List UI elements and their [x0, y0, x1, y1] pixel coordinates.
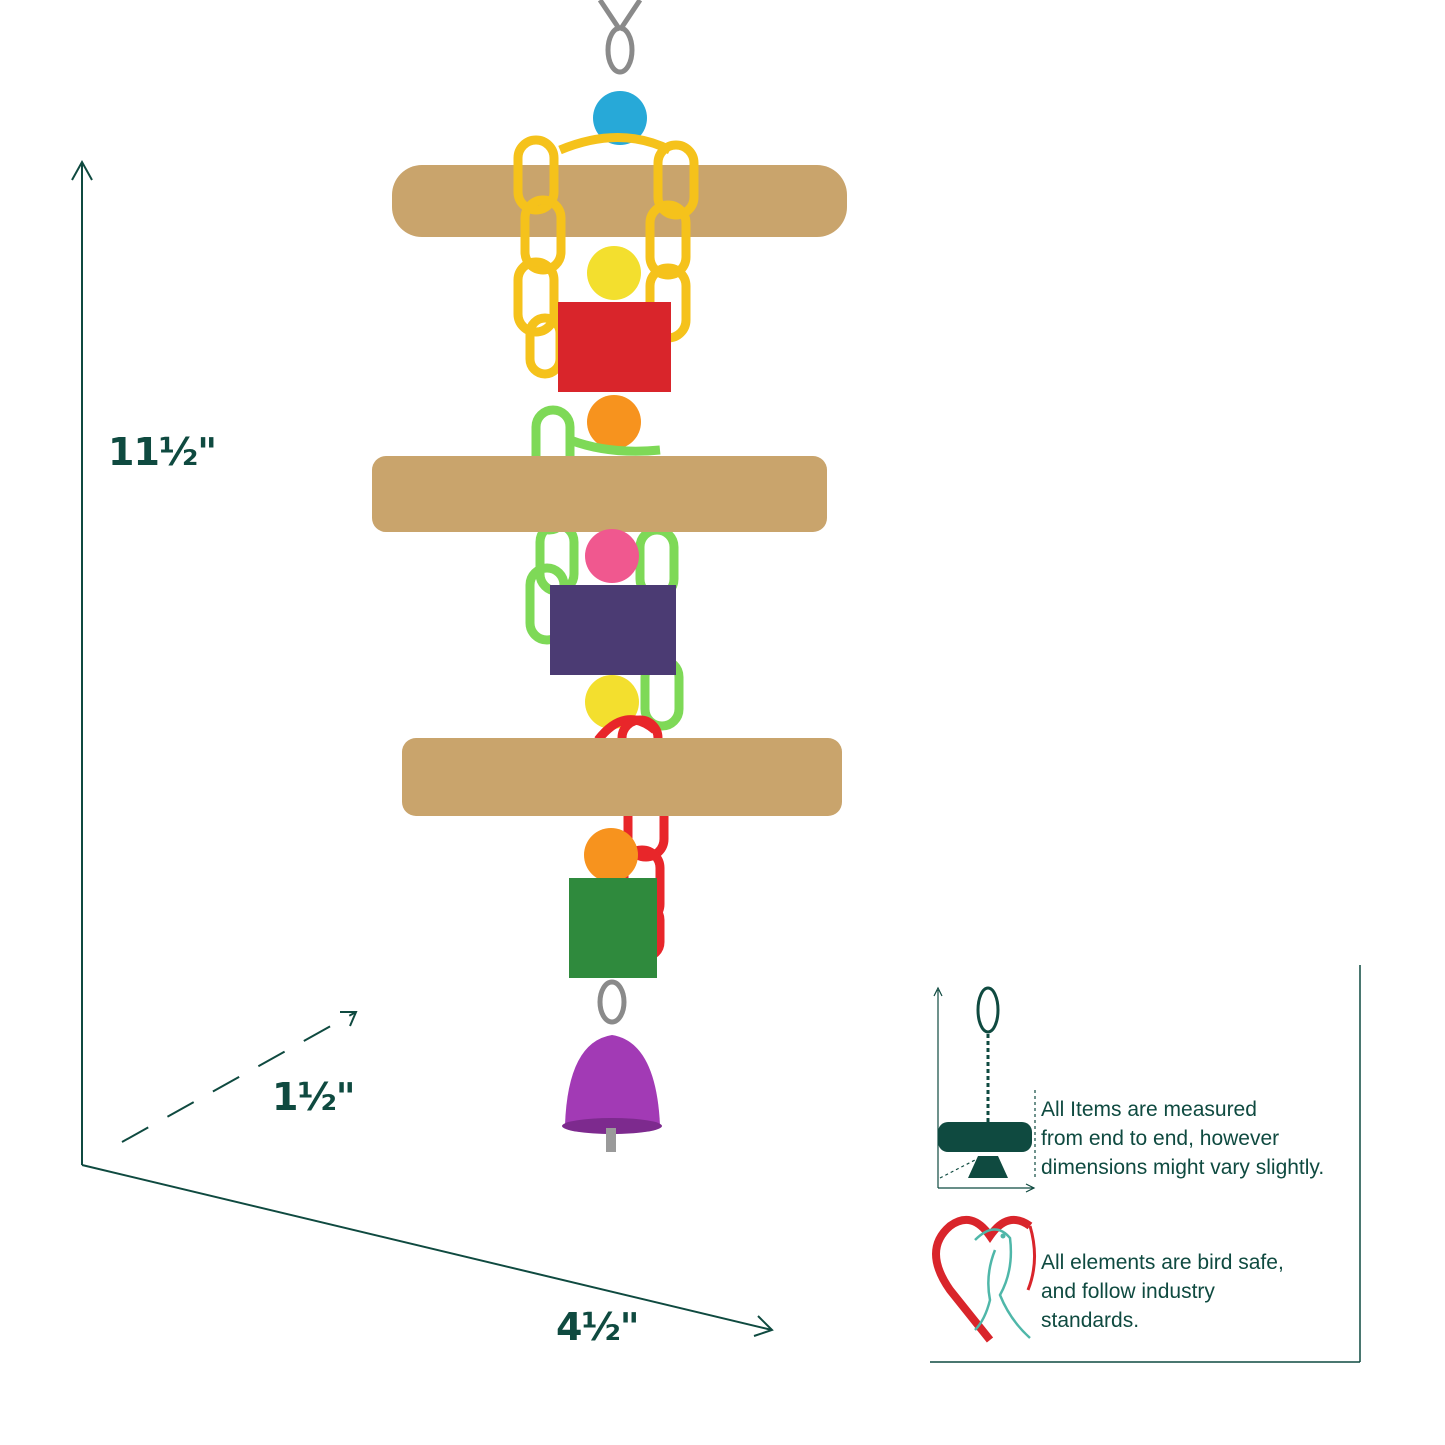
safety-note: All elements are bird safe, and follow i… — [1041, 1251, 1284, 1332]
bird-toy — [372, 0, 847, 1152]
bell-ring-icon — [597, 979, 627, 1025]
heart-bird-icon — [932, 1215, 1037, 1343]
measurement-note: All Items are measured from end to end, … — [1041, 1098, 1325, 1179]
block-purple — [550, 585, 676, 675]
bead-yellow-1 — [587, 246, 641, 300]
block-red — [558, 302, 671, 392]
wood-perch-1 — [392, 165, 847, 237]
bead-blue — [593, 91, 647, 145]
bell-clapper — [606, 1128, 616, 1152]
height-dimension-label: 11½" — [108, 430, 217, 474]
block-green — [569, 878, 657, 978]
ring-icon — [605, 25, 635, 75]
depth-arrow-icon — [340, 1011, 358, 1027]
perch-measure-icon — [933, 986, 1036, 1193]
dimension-axes — [71, 159, 774, 1337]
info-box-frame — [930, 965, 1361, 1363]
depth-axis-line — [121, 1011, 357, 1143]
width-dimension-label: 4½" — [556, 1305, 640, 1349]
bead-orange-1 — [587, 395, 641, 449]
bead-orange-2 — [584, 828, 638, 882]
bead-pink — [585, 529, 639, 583]
bell-icon — [565, 1035, 660, 1125]
wood-perch-2 — [372, 456, 827, 532]
depth-dimension-label: 1½" — [272, 1075, 356, 1119]
width-axis-line — [81, 1164, 773, 1331]
hook-icon — [597, 0, 643, 32]
height-arrow-icon — [71, 159, 93, 181]
width-arrow-icon — [753, 1315, 774, 1337]
wood-perch-3 — [402, 738, 842, 816]
chain-yellow — [513, 133, 699, 379]
